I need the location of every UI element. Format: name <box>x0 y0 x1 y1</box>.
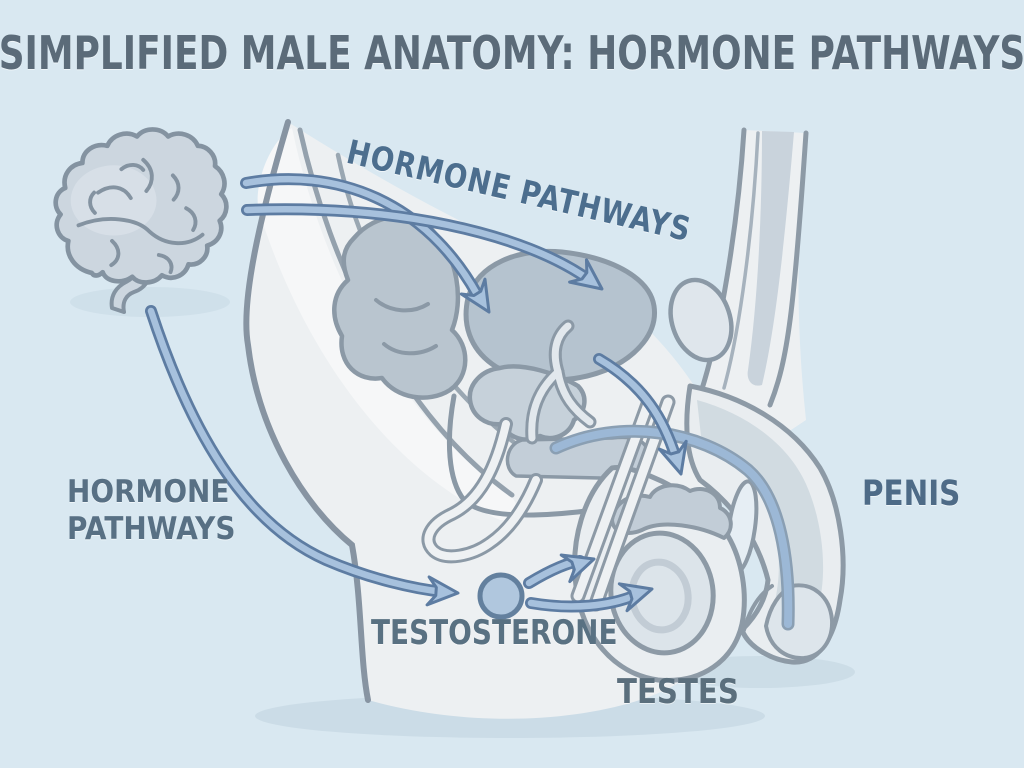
hormone-arrows <box>145 173 688 620</box>
testosterone-label: TESTOSTERONE <box>371 613 618 653</box>
testes-label: TESTES <box>617 672 739 712</box>
testosterone-dot <box>477 572 525 620</box>
testes-shape <box>572 465 747 683</box>
seminal-vesicles <box>525 319 597 445</box>
pubic-bone <box>668 277 734 363</box>
epididymis <box>610 483 733 540</box>
hormone-pathways-label-left-line2: PATHWAYS <box>67 511 236 547</box>
seminal-loop <box>421 417 543 564</box>
hormone-pathways-label-left-line1: HORMONE <box>67 474 230 510</box>
rectum-tube <box>697 127 809 408</box>
arrow-brain-to-bladder-1 <box>240 173 491 314</box>
arrow-brain-to-bladder-2 <box>241 203 604 291</box>
brain <box>53 127 229 314</box>
page-title: SIMPLIFIED MALE ANATOMY: HORMONE PATHWAY… <box>0 26 1024 80</box>
arrow-testosterone-to-testes <box>525 582 654 613</box>
urethra-blue-band <box>549 424 795 631</box>
hormone-pathways-label-left: HORMONE PATHWAYS <box>67 474 236 548</box>
arrow-brain-to-testosterone <box>145 305 460 607</box>
arrow-testosterone-up <box>523 553 596 589</box>
back-contour-line <box>243 119 371 703</box>
arrow-to-testes-down <box>593 353 688 476</box>
penis-label: PENIS <box>862 474 961 514</box>
